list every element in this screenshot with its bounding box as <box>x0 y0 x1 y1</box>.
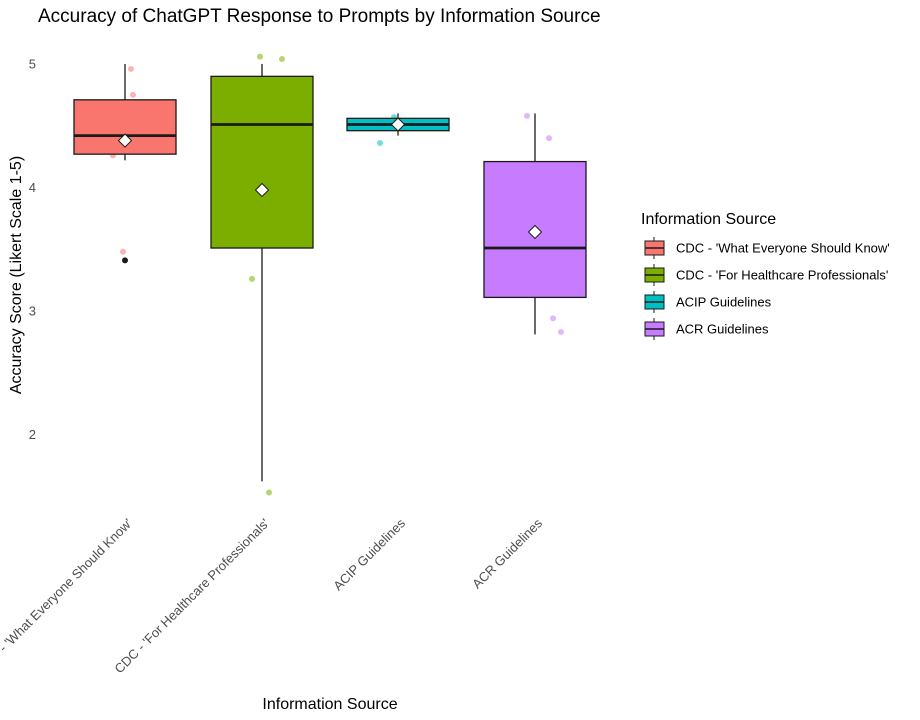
box-group <box>210 64 314 482</box>
y-tick-label: 5 <box>29 57 36 72</box>
jitter-point <box>120 248 126 255</box>
jitter-point <box>279 56 285 63</box>
box-group <box>346 113 450 136</box>
chart-title: Accuracy of ChatGPT Response to Prompts … <box>38 6 601 27</box>
y-tick-label: 2 <box>29 427 36 442</box>
legend: Information Source CDC - 'What Everyone … <box>641 211 890 340</box>
legend-title: Information Source <box>641 211 776 228</box>
mean-diamond <box>390 117 406 132</box>
mean-diamond <box>527 224 543 240</box>
legend-label: ACR Guidelines <box>676 322 769 337</box>
jitter-point <box>249 275 255 282</box>
jitter-point <box>257 53 263 60</box>
y-tick-label: 4 <box>29 180 36 195</box>
jitter-point <box>130 91 136 98</box>
legend-item: ACIP Guidelines <box>644 291 772 313</box>
x-tick-label: ACIP Guidelines <box>330 515 408 593</box>
jitter-point <box>377 140 383 147</box>
legend-item: ACR Guidelines <box>644 318 769 340</box>
box-group <box>483 113 587 335</box>
x-tick-label: ACR Guidelines <box>469 515 545 591</box>
legend-label: CDC - 'What Everyone Should Know' <box>676 241 890 256</box>
x-axis-title: Information Source <box>262 696 397 713</box>
jitter-point <box>546 135 552 142</box>
x-axis: CDC - 'What Everyone Should Know'CDC - '… <box>0 515 545 677</box>
x-tick-label: CDC - 'What Everyone Should Know' <box>0 516 135 678</box>
jitter-point <box>558 328 564 335</box>
mean-diamond <box>117 133 133 148</box>
legend-label: CDC - 'For Healthcare Professionals' <box>676 268 888 283</box>
jitter-point <box>266 489 272 496</box>
jitter-point <box>128 65 134 72</box>
boxes-layer <box>73 64 587 482</box>
box-group <box>73 64 177 264</box>
jitter-point <box>550 315 556 322</box>
mean-diamond <box>254 182 270 198</box>
y-axis-title: Accuracy Score (Likert Scale 1-5) <box>8 156 25 394</box>
legend-item: CDC - 'What Everyone Should Know' <box>644 237 890 259</box>
legend-item: CDC - 'For Healthcare Professionals' <box>644 264 888 286</box>
outlier-point <box>122 257 128 264</box>
legend-label: ACIP Guidelines <box>676 295 772 310</box>
y-tick-label: 3 <box>29 304 36 319</box>
x-tick-label: CDC - 'For Healthcare Professionals' <box>111 516 272 677</box>
y-axis: 2 3 4 5 <box>29 57 36 443</box>
jitter-point <box>524 112 530 119</box>
box <box>210 75 314 249</box>
